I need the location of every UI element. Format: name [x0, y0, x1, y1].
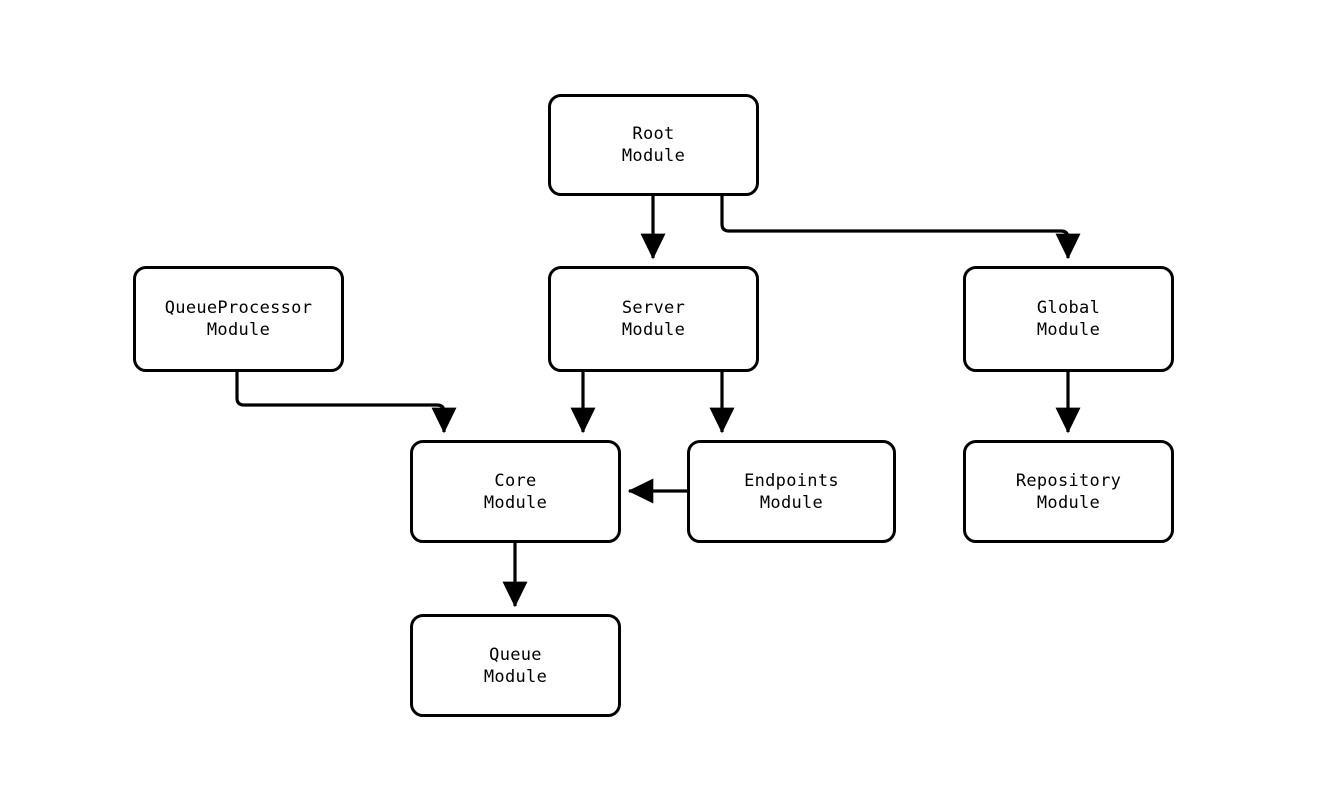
- node-label: Core Module: [483, 470, 548, 513]
- node-server-module[interactable]: Server Module: [548, 266, 759, 372]
- node-core-module[interactable]: Core Module: [410, 440, 621, 543]
- node-global-module[interactable]: Global Module: [963, 266, 1174, 372]
- node-root-module[interactable]: Root Module: [548, 94, 759, 196]
- node-queueprocessor-module[interactable]: QueueProcessor Module: [133, 266, 344, 372]
- node-label: Queue Module: [483, 644, 548, 687]
- node-label: Endpoints Module: [744, 470, 839, 513]
- node-label: Global Module: [1036, 298, 1101, 340]
- node-label: Repository Module: [1015, 470, 1122, 513]
- edge-queueprocessor-to-core: [235, 372, 457, 434]
- node-queue-module[interactable]: Queue Module: [410, 614, 621, 717]
- edge-root-to-global: [720, 196, 1081, 260]
- node-repository-module[interactable]: Repository Module: [963, 440, 1174, 543]
- node-label: Server Module: [621, 298, 686, 340]
- node-label: QueueProcessor Module: [164, 298, 313, 340]
- node-label: Root Module: [621, 124, 686, 166]
- node-endpoints-module[interactable]: Endpoints Module: [687, 440, 896, 543]
